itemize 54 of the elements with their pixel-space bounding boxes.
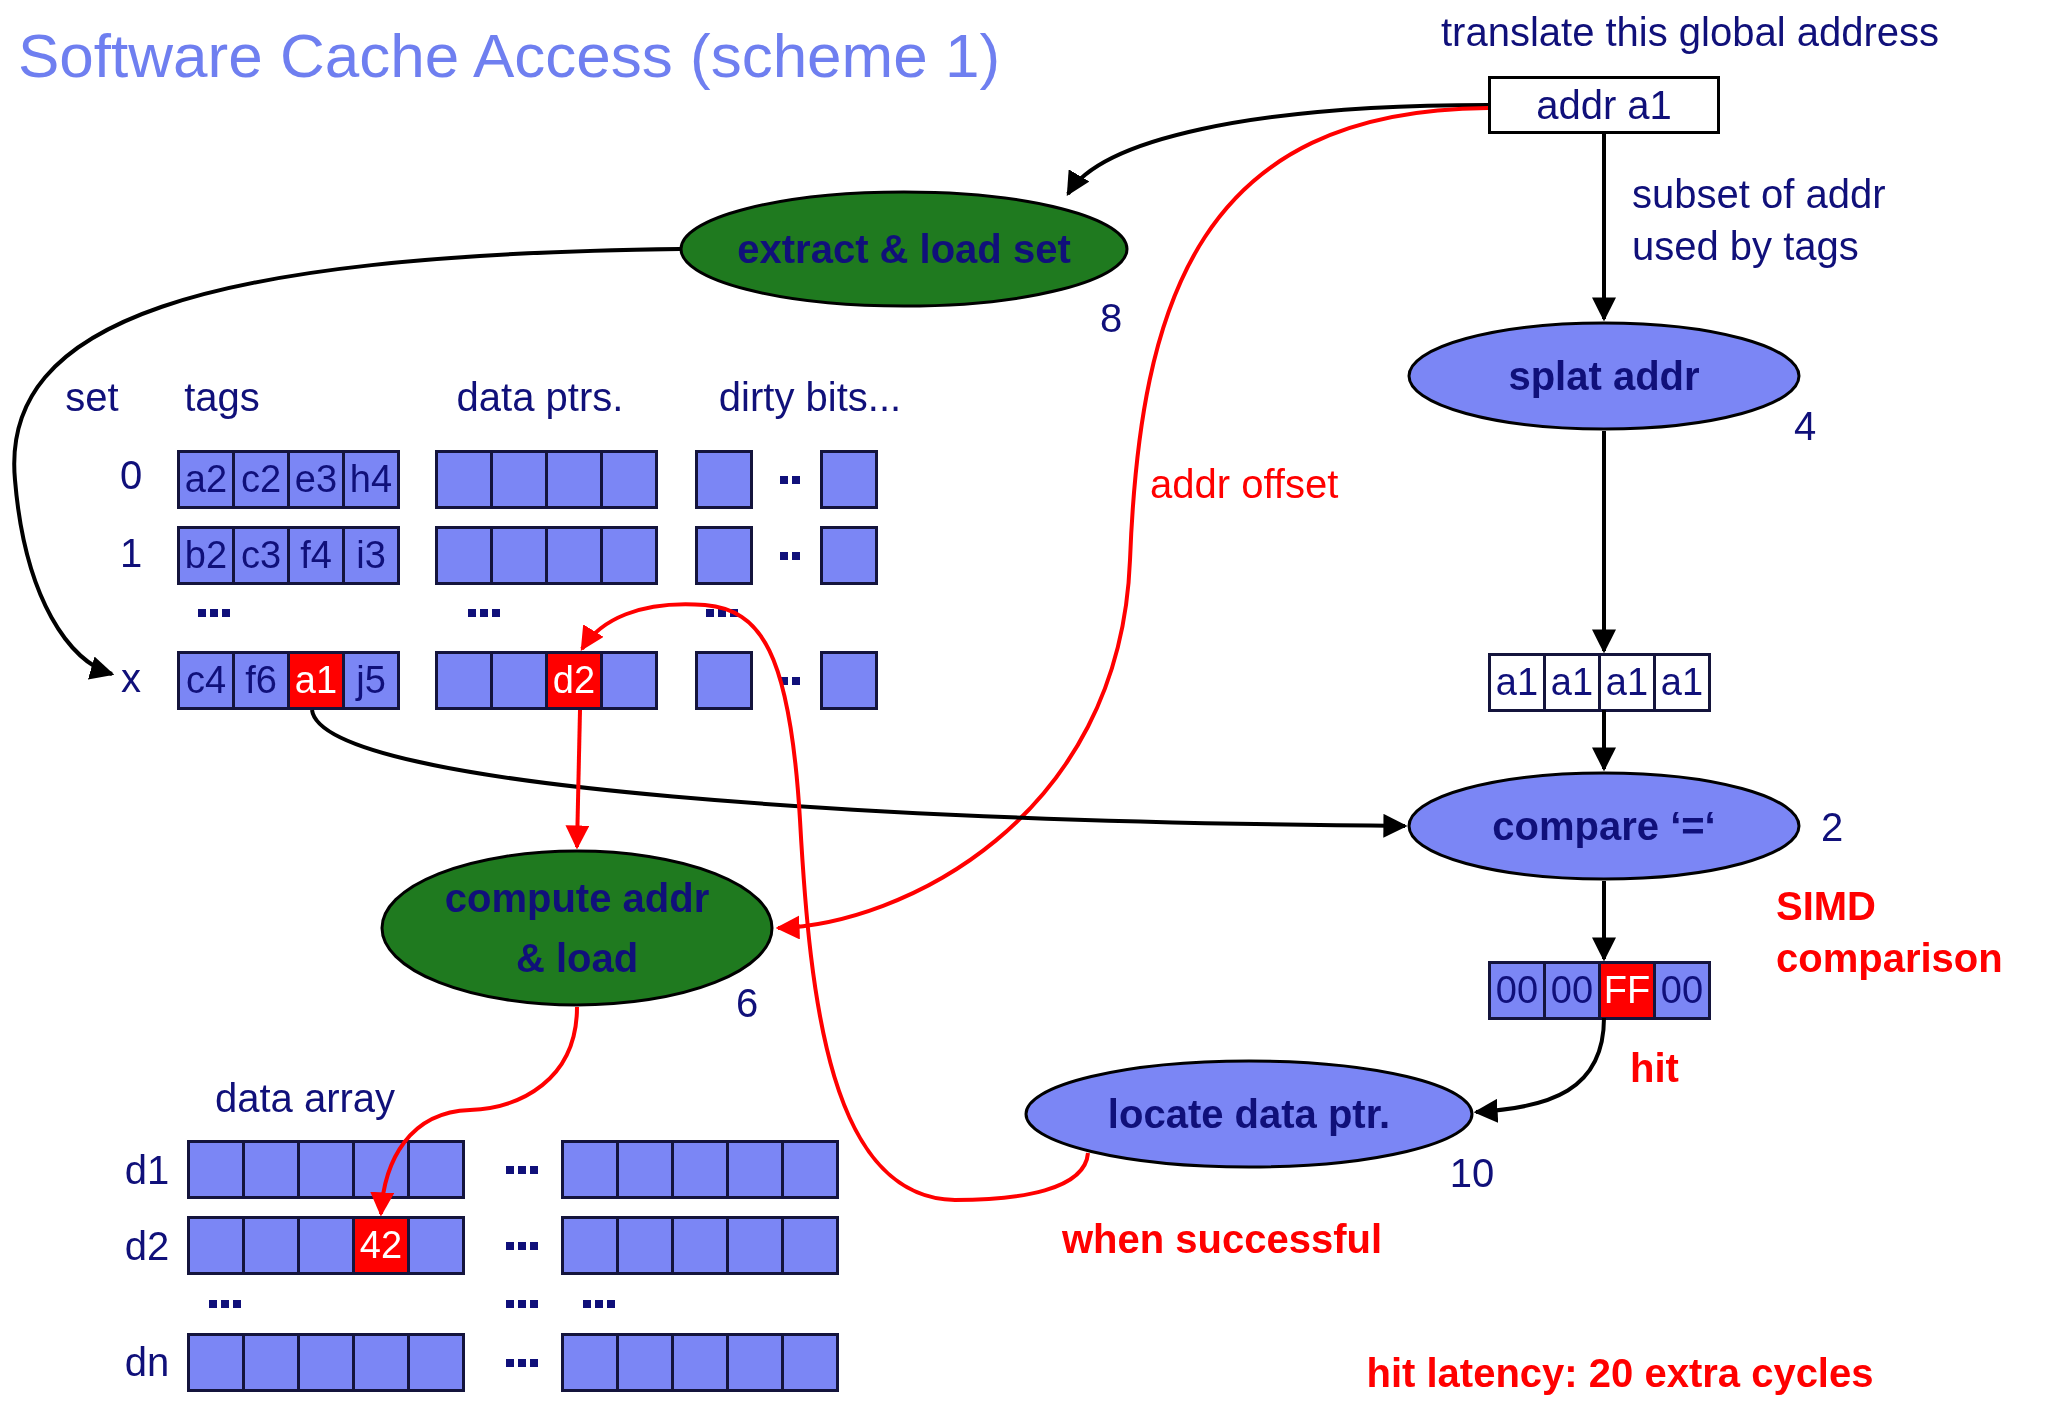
title: Software Cache Access (scheme 1) — [18, 22, 1001, 91]
table-cell: c3 — [232, 526, 290, 585]
table-cell: e3 — [287, 450, 345, 509]
array-cell: a1 — [1543, 653, 1601, 712]
table-cell: f6 — [232, 651, 290, 710]
highlighted-cell: a1 — [287, 651, 345, 710]
arrow — [1066, 103, 1489, 196]
arrow — [1592, 134, 1616, 322]
address-box: addr a1 — [1488, 76, 1720, 134]
label-text: tags — [184, 375, 260, 419]
table-cell: i3 — [342, 526, 400, 585]
array-cell: a1 — [1488, 653, 1546, 712]
arrow — [1592, 881, 1616, 962]
highlighted-cell: d2 — [545, 651, 603, 710]
table-cell: c4 — [177, 651, 235, 710]
array-cell: 00 — [1488, 961, 1546, 1020]
array-cell: a1 — [1598, 653, 1656, 712]
array-cell: 00 — [1543, 961, 1601, 1020]
label-text: data array — [214, 1076, 396, 1120]
process-ellipse: compare ‘=‘ — [1407, 771, 1801, 881]
table-cell: a2 — [177, 450, 235, 509]
label-text: dn — [124, 1340, 170, 1384]
label-text: dirty bits... — [718, 375, 902, 419]
label-text: hit latency: 20 extra cycles — [1366, 1351, 1874, 1395]
table-cell: b2 — [177, 526, 235, 585]
table-cell: h4 — [342, 450, 400, 509]
label-text: 0 — [119, 453, 143, 497]
arrow — [13, 247, 681, 678]
table-cell: f4 — [287, 526, 345, 585]
table-cell: j5 — [342, 651, 400, 710]
label-text: data ptrs. — [456, 375, 624, 419]
table-cell: c2 — [232, 450, 290, 509]
label-text: set — [65, 375, 119, 419]
arrow — [1592, 431, 1616, 654]
arrow — [580, 602, 1090, 1202]
highlighted-cell: 42 — [352, 1216, 410, 1275]
arrow — [1592, 710, 1616, 772]
step-number: 2 — [1820, 805, 1844, 849]
label-text: d2 — [124, 1224, 170, 1268]
label-text: d1 — [124, 1148, 170, 1192]
value-array — [1488, 961, 1711, 1020]
value-array — [1488, 653, 1711, 712]
caption-text: translate this global address — [1440, 10, 1940, 54]
note-text: SIMD comparison — [1776, 883, 2004, 982]
arrow — [775, 106, 1489, 938]
row-label: x — [121, 656, 141, 700]
arrow — [565, 709, 590, 850]
arrow — [310, 708, 1408, 838]
array-cell: 00 — [1653, 961, 1711, 1020]
label-text: 1 — [119, 531, 143, 575]
arrow — [1473, 1017, 1606, 1123]
arrow — [371, 1006, 579, 1217]
array-cell: a1 — [1653, 653, 1711, 712]
array-cell: FF — [1598, 961, 1656, 1020]
